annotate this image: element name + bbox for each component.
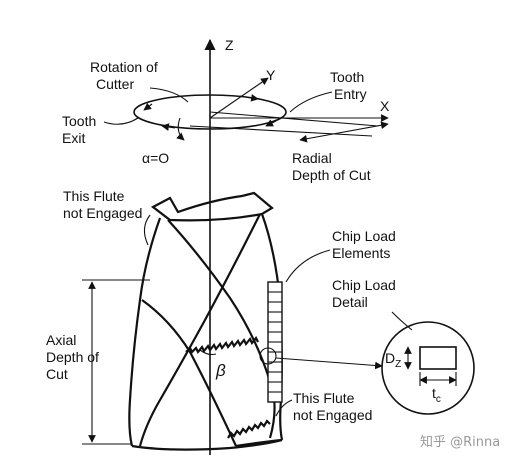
dz-label: DZ (385, 350, 401, 370)
x-axis-label: X (380, 98, 390, 114)
chip-element-rect (419, 346, 457, 370)
cutter-bottom-end (131, 438, 283, 451)
tc-main: t (432, 385, 436, 401)
rotation-leader (149, 87, 189, 103)
helix-flute-1 (167, 219, 276, 439)
radial-label-line1: Radial (292, 150, 332, 166)
tooth-exit-line1: Tooth (62, 113, 96, 129)
chip-elements-line2: Elements (332, 245, 390, 261)
y-axis-label: Y (266, 67, 276, 83)
chip-detail-circle (381, 321, 475, 415)
chip-elements-line1: Chip Load (332, 228, 396, 244)
y-axis-line (209, 77, 269, 119)
tooth-entry-leader (289, 91, 333, 113)
rotation-arrow-bottom (161, 123, 176, 131)
tooth-exit-leader (103, 117, 139, 125)
flute-bottom-line2: not Engaged (293, 407, 372, 423)
rotation-arrow-top (239, 94, 259, 102)
engagement-line-top (209, 111, 379, 127)
tooth-exit-line2: Exit (62, 130, 85, 146)
chip-load-elements (267, 281, 283, 403)
cutter-outline-left (128, 217, 162, 447)
flute-bottom-leader (275, 399, 293, 417)
watermark: 知乎 @Rinna (420, 434, 500, 450)
flute-top-label-line1: This Flute (63, 188, 125, 204)
radial-dim-line (299, 121, 389, 143)
beta-label: β (215, 361, 226, 380)
flute-top-label-line2: not Engaged (63, 205, 142, 221)
rotation-label-line2: Cutter (96, 76, 134, 92)
flute-top-leader (143, 214, 151, 246)
chip-detail-line2: Detail (332, 294, 368, 310)
rotation-arrow-right (265, 119, 277, 127)
detail-connector (275, 357, 383, 370)
rotation-arrow-left (143, 102, 153, 111)
serrated-cutting-edge (185, 335, 259, 355)
detail-source-circle (259, 347, 277, 365)
chip-detail-line1: Chip Load (332, 277, 396, 293)
alpha-sweep-arrow (176, 117, 185, 141)
engagement-line-bottom (189, 125, 373, 137)
rotation-label-line1: Rotation of (90, 59, 158, 75)
dz-subscript: Z (395, 359, 401, 370)
flute-bottom-line1: This Flute (293, 390, 355, 406)
tooth-entry-line2: Entry (334, 86, 367, 102)
axial-label-line3: Cut (46, 366, 68, 382)
alpha-zero-label: α=O (142, 150, 169, 166)
cutter-top-face (150, 191, 274, 222)
helix-flute-2 (138, 213, 261, 447)
serrated-cutting-edge-lower (227, 419, 271, 439)
z-axis-label: Z (225, 37, 234, 53)
chip-detail-leader (391, 311, 413, 331)
tooth-entry-line1: Tooth (330, 69, 364, 85)
axial-label-line1: Axial (46, 332, 76, 348)
rotation-ellipse (133, 94, 287, 130)
tc-subscript: c (436, 394, 441, 405)
axial-label-line2: Depth of (46, 349, 99, 365)
dz-main: D (385, 350, 395, 366)
tc-label: tc (432, 385, 441, 405)
chip-elements-leader (285, 249, 331, 283)
beta-arc (199, 349, 217, 356)
helix-flute-3 (141, 299, 237, 447)
radial-label-line2: Depth of Cut (292, 167, 371, 183)
